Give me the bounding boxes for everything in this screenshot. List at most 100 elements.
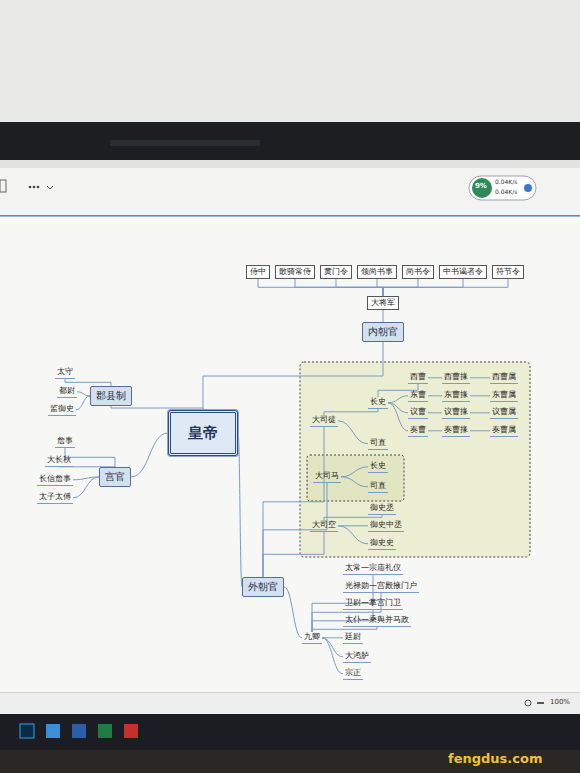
node-text: 太仆—乘舆并马政 bbox=[345, 615, 409, 625]
node-text: 长史 bbox=[370, 397, 386, 407]
node-text: 卫尉—掌宫门卫 bbox=[345, 598, 401, 608]
node-text: 符节令 bbox=[496, 267, 520, 277]
tree-connector bbox=[428, 377, 442, 378]
subgroup-band bbox=[307, 455, 404, 501]
node-text: 奏曹 bbox=[410, 425, 426, 435]
zoom-level: 100% bbox=[550, 699, 570, 707]
node-text: 议曹属 bbox=[492, 407, 516, 417]
office-label: 太子太傅 bbox=[37, 492, 73, 504]
node-text: 长史 bbox=[370, 461, 386, 471]
node-text: 御史史 bbox=[370, 538, 394, 548]
tree-connector bbox=[73, 477, 99, 498]
menu-icon bbox=[0, 180, 6, 192]
office-box: 中书谒者令 bbox=[439, 265, 487, 279]
node-text: 黄门令 bbox=[324, 267, 348, 277]
node-text: 奏曹属 bbox=[492, 425, 516, 435]
node-text: 大司马 bbox=[315, 471, 339, 481]
node-text: 太子太傅 bbox=[39, 492, 71, 502]
more-dot bbox=[33, 186, 36, 189]
office-label: 大长秋 bbox=[45, 455, 73, 467]
more-dot bbox=[37, 186, 40, 189]
tree-connector bbox=[263, 532, 324, 577]
tree-connector bbox=[383, 279, 508, 296]
status-divider bbox=[0, 692, 580, 693]
more-dot bbox=[29, 186, 32, 189]
office-label: 詹事 bbox=[55, 436, 75, 448]
office-label: 御史史 bbox=[368, 538, 396, 550]
node-text: 大司空 bbox=[312, 520, 336, 530]
office-label: 东曹 bbox=[408, 390, 428, 402]
node-text: 宫官 bbox=[105, 471, 125, 483]
branch-box: 外朝官 bbox=[242, 577, 284, 597]
node-text: 西曹掾 bbox=[444, 372, 468, 382]
app-icon bbox=[20, 724, 34, 738]
tree-connector bbox=[470, 395, 490, 396]
node-text: 内朝官 bbox=[368, 326, 398, 338]
office-label: 大司马 bbox=[313, 471, 341, 483]
tree-connector bbox=[336, 279, 383, 296]
node-text: 奏曹掾 bbox=[444, 425, 468, 435]
office-label: 太守 bbox=[55, 367, 75, 379]
node-text: 太守 bbox=[57, 367, 73, 377]
node-text: 御史丞 bbox=[370, 503, 394, 513]
node-text: 议曹掾 bbox=[444, 407, 468, 417]
office-label: 光禄勋—宫殿掖门户 bbox=[343, 581, 419, 593]
node-text: 光禄勋—宫殿掖门户 bbox=[345, 581, 417, 591]
node-text: 大长秋 bbox=[47, 455, 71, 465]
dropdown-caret bbox=[47, 186, 53, 189]
office-label: 东曹属 bbox=[490, 390, 518, 402]
node-text: 监御史 bbox=[50, 404, 74, 414]
node-text: 郡县制 bbox=[96, 390, 126, 402]
node-text: 中书谒者令 bbox=[443, 267, 483, 277]
node-text: 散骑常侍 bbox=[279, 267, 311, 277]
tree-connector bbox=[295, 279, 383, 296]
tree-connector bbox=[338, 421, 368, 444]
office-label: 监御史 bbox=[48, 404, 76, 416]
office-label: 太仆—乘舆并马政 bbox=[343, 615, 411, 627]
tree-connector bbox=[77, 392, 90, 396]
app-icon bbox=[124, 724, 138, 738]
node-text: 长信詹事 bbox=[39, 474, 71, 484]
node-text: 领尚书事 bbox=[361, 267, 393, 277]
tree-connector bbox=[322, 638, 343, 674]
network-widget bbox=[469, 176, 536, 200]
wall bbox=[0, 0, 580, 122]
node-text: 詹事 bbox=[57, 436, 73, 446]
office-label: 卫尉—掌宫门卫 bbox=[343, 598, 403, 610]
office-label: 廷尉 bbox=[343, 632, 363, 644]
node-text: 九卿 bbox=[304, 632, 320, 642]
node-text: 大司徒 bbox=[312, 415, 336, 425]
tree-connector bbox=[322, 638, 343, 657]
node-text: 宗正 bbox=[345, 668, 361, 678]
tree-connector bbox=[341, 467, 368, 477]
tree-connector bbox=[238, 433, 242, 587]
node-text: 议曹 bbox=[410, 407, 426, 417]
office-label: 议曹 bbox=[408, 407, 428, 419]
office-box: 符节令 bbox=[492, 265, 524, 279]
office-label: 奏曹属 bbox=[490, 425, 518, 437]
tree-connector bbox=[65, 379, 111, 386]
tree-connector bbox=[470, 430, 490, 431]
tree-connector bbox=[263, 427, 324, 577]
app-icon bbox=[98, 724, 112, 738]
tree-connector bbox=[383, 310, 384, 322]
node-text: 东曹 bbox=[410, 390, 426, 400]
office-box: 侍中 bbox=[246, 265, 270, 279]
toolbar bbox=[0, 160, 580, 216]
tree-connector bbox=[263, 483, 327, 577]
tree-connector bbox=[341, 477, 368, 487]
tree-connector bbox=[65, 448, 115, 467]
office-label: 西曹 bbox=[408, 372, 428, 384]
tree-connector bbox=[338, 526, 368, 544]
node-text: 御史中丞 bbox=[370, 520, 402, 530]
node-text: 司直 bbox=[370, 438, 386, 448]
leader-box: 大将军 bbox=[367, 296, 399, 310]
app-icon bbox=[72, 724, 86, 738]
taskbar bbox=[0, 714, 580, 750]
office-label: 司直 bbox=[368, 481, 388, 493]
app-icon bbox=[46, 724, 60, 738]
office-label: 长史 bbox=[368, 461, 388, 473]
office-label: 议曹属 bbox=[490, 407, 518, 419]
cpu-percent: 9% bbox=[475, 183, 487, 191]
node-text: 皇帝 bbox=[188, 424, 218, 442]
